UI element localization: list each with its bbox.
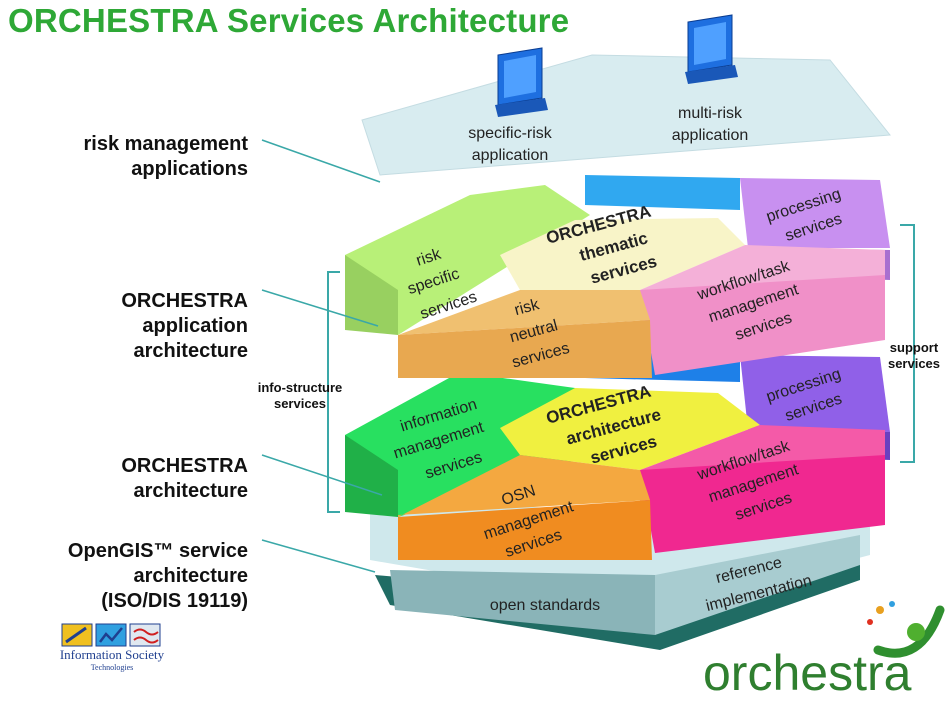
- upper-layer: [345, 175, 890, 378]
- upper-risk-neutral-line1: risk: [513, 296, 542, 319]
- app-multi-risk-line2: application: [672, 127, 749, 144]
- label-info-structure-line1: info-structure: [257, 380, 343, 395]
- label-info-structure: info-structure services: [255, 380, 345, 412]
- orchestra-logo-text: orchestra: [703, 645, 912, 701]
- ist-logo-icon: [61, 623, 161, 647]
- computer-icon: [685, 14, 738, 84]
- support-bracket: [900, 224, 915, 463]
- application-plane: [361, 54, 891, 176]
- computer-icon: [495, 47, 548, 117]
- label-support-line2: services: [887, 356, 941, 371]
- label-app-arch-line3: architecture: [133, 340, 249, 362]
- page-title: ORCHESTRA Services Architecture: [8, 2, 570, 39]
- label-risk-management-line2: applications: [131, 158, 248, 180]
- label-risk-management-line1: risk management: [83, 133, 248, 155]
- label-opengis: OpenGIS™ service architecture (ISO/DIS 1…: [10, 539, 248, 614]
- label-orch-arch-line1: ORCHESTRA: [121, 455, 248, 477]
- label-info-structure-line2: services: [273, 396, 327, 411]
- base-open-standards: open standards: [490, 597, 600, 614]
- orchestra-logo-icon: [867, 601, 945, 658]
- label-opengis-line3: (ISO/DIS 19119): [101, 590, 248, 612]
- label-orch-arch-line2: architecture: [133, 480, 249, 502]
- label-opengis-line2: architecture: [133, 565, 249, 587]
- app-multi-risk-line1: multi-risk: [678, 105, 743, 122]
- connector-lines: [261, 139, 383, 573]
- label-opengis-line1: OpenGIS™ service: [67, 540, 248, 562]
- label-support-services: support services: [880, 340, 948, 372]
- ist-logo-line2: Technologies: [90, 663, 134, 672]
- label-support-line1: support: [889, 340, 939, 355]
- label-application-architecture: ORCHESTRA application architecture: [20, 289, 248, 364]
- label-app-arch-line1: ORCHESTRA: [121, 290, 248, 312]
- info-structure-bracket: [327, 271, 340, 513]
- ist-logo-text: Information Society Technologies: [37, 648, 187, 674]
- label-orchestra-architecture: ORCHESTRA architecture: [20, 454, 248, 504]
- app-specific-risk-line1: specific-risk: [468, 125, 553, 142]
- ist-logo-line1: Information Society: [59, 647, 165, 662]
- lower-layer: [345, 352, 890, 560]
- app-specific-risk-line2: application: [472, 147, 549, 164]
- label-risk-management: risk management applications: [20, 132, 248, 182]
- label-app-arch-line2: application: [142, 315, 248, 337]
